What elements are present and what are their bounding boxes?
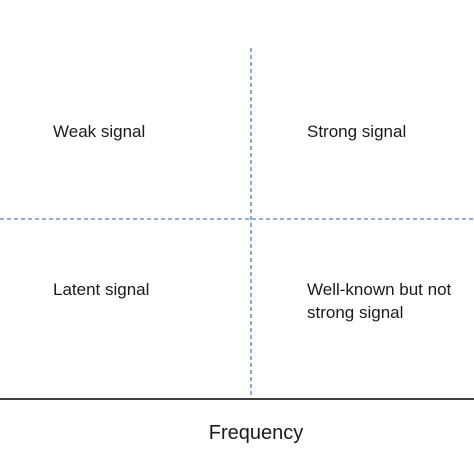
strong-signal-label: Strong signal: [307, 122, 407, 141]
latent-signal-label: Latent signal: [53, 280, 150, 299]
well-known-signal-label: Well-known but not strong signal: [307, 280, 452, 322]
x-axis-label: Frequency: [208, 422, 304, 444]
weak-signal-label: Weak signal: [53, 122, 146, 141]
